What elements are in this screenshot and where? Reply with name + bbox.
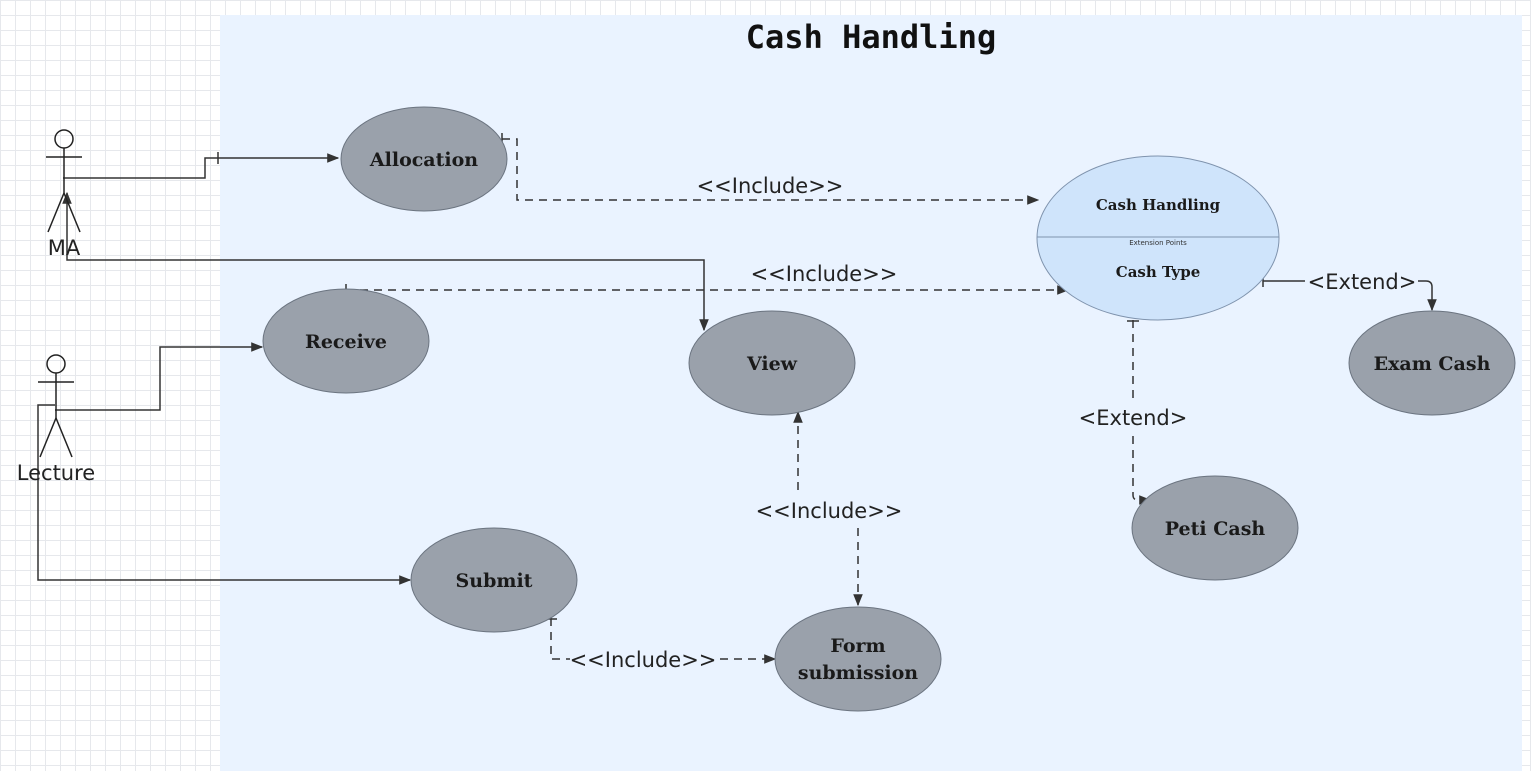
hub-name: Cash Handling [1096, 196, 1221, 214]
use-case-exam-cash[interactable]: Exam Cash [1348, 310, 1516, 416]
use-case-label: Form [830, 635, 885, 657]
use-case-label: Exam Cash [1374, 353, 1491, 375]
actor-name: MA [48, 236, 81, 260]
use-case-label: Allocation [369, 149, 478, 171]
use-case-label: Peti Cash [1165, 518, 1266, 540]
include-label: <<Include>> [751, 262, 898, 286]
use-case-label: Receive [305, 331, 387, 353]
extension-point-label: Cash Type [1116, 263, 1201, 281]
lecture-receive-association[interactable] [55, 342, 264, 411]
use-case-label: View [746, 353, 798, 375]
use-case-cash-handling[interactable]: Cash Handling Extension Points Cash Type [1036, 155, 1280, 321]
actor-lecture[interactable]: Lecture [17, 354, 95, 485]
use-case-peti-cash[interactable]: Peti Cash [1131, 475, 1299, 581]
actor-head [46, 354, 66, 374]
label-background [570, 646, 716, 672]
lecture-submit-association[interactable] [37, 404, 412, 585]
extension-points-heading: Extension Points [1129, 239, 1187, 247]
use-case-form-submission[interactable]: Form submission [774, 606, 942, 712]
exam-extend-connector[interactable] [1418, 280, 1437, 312]
ma-allocation-association[interactable] [63, 153, 340, 179]
use-case-submit[interactable]: Submit [410, 527, 578, 633]
actor-name: Lecture [17, 461, 95, 485]
peti-extend-connector[interactable] [1132, 436, 1152, 505]
use-case-view[interactable]: View [688, 310, 856, 416]
extend-label: <Extend> [1079, 406, 1188, 430]
actor-head [54, 129, 74, 149]
ma-view-association[interactable] [66, 258, 709, 332]
use-case-receive[interactable]: Receive [262, 288, 430, 394]
use-case-allocation[interactable]: Allocation [340, 106, 508, 212]
use-case-label: submission [798, 662, 918, 684]
diagram-title: Cash Handling [746, 18, 996, 56]
include-label: <<Include>> [570, 648, 717, 672]
extend-label: <Extend> [1308, 270, 1417, 294]
allocation-include-connector[interactable] [502, 138, 1040, 205]
include-label: <<Include>> [756, 499, 903, 523]
actor-ma[interactable]: MA [46, 129, 82, 260]
use-case-label: Submit [456, 570, 533, 592]
include-label: <<Include>> [697, 174, 844, 198]
